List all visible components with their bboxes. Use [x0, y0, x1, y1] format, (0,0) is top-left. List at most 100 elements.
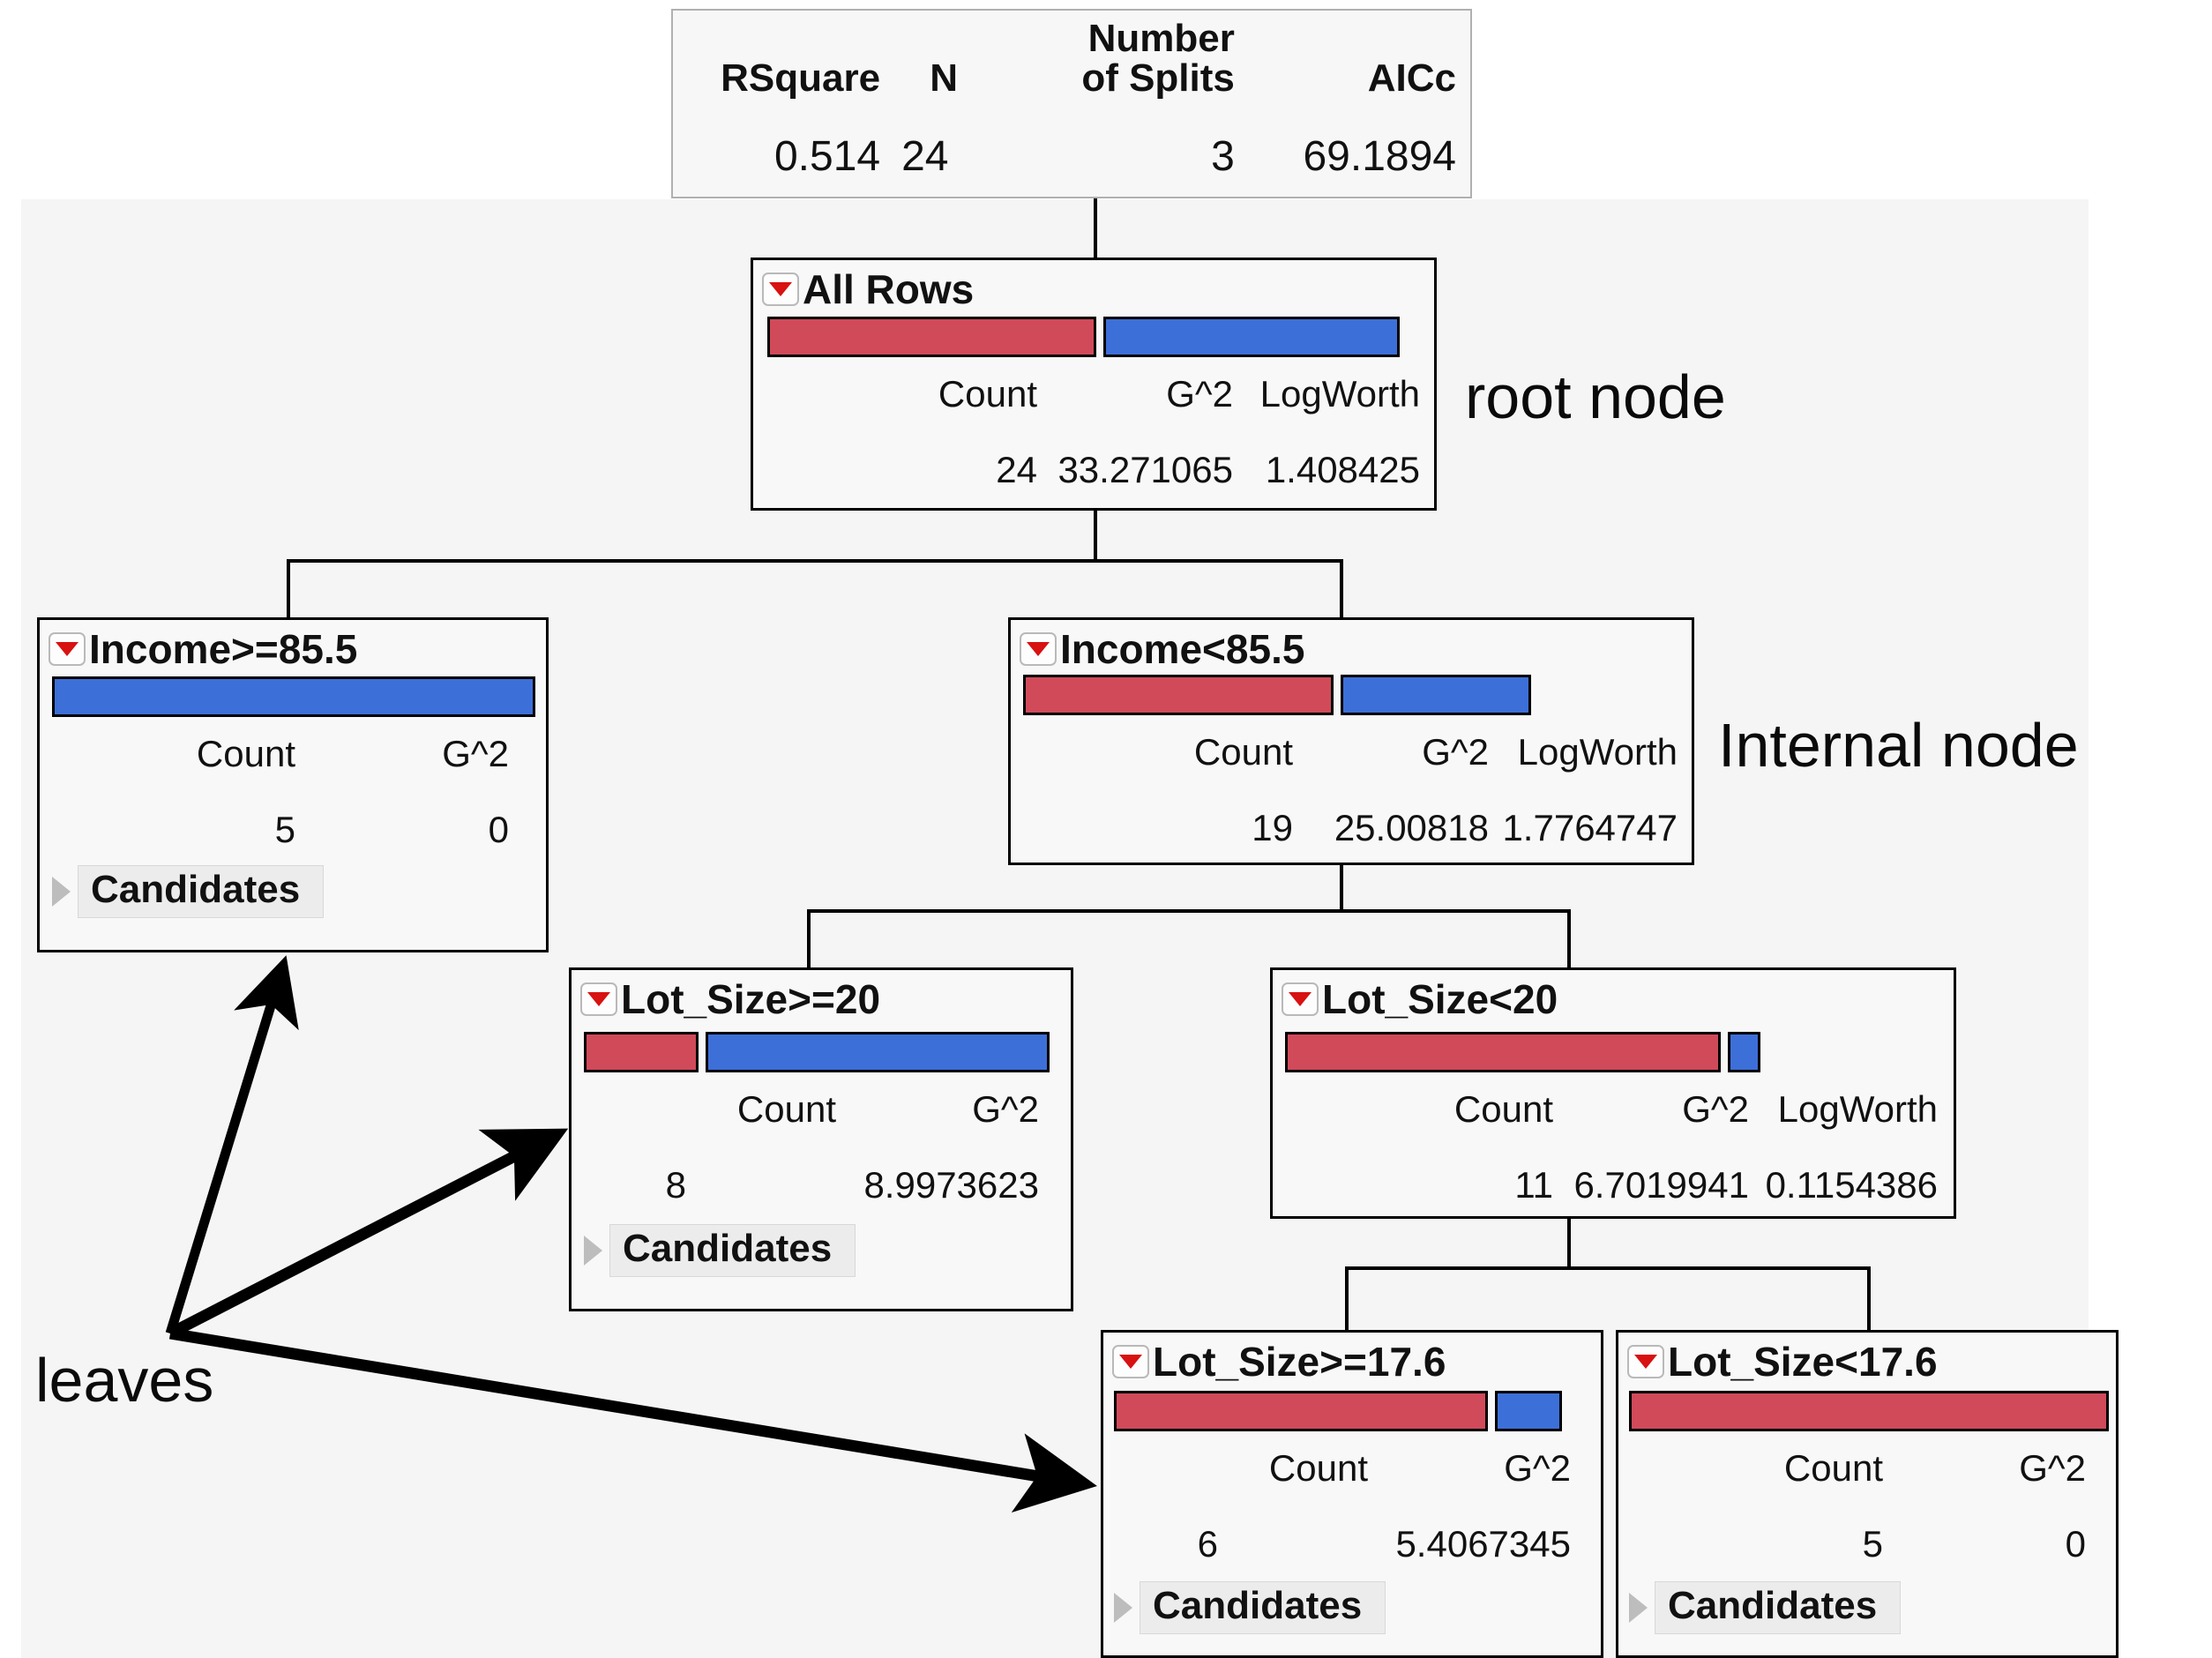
expand-triangle-icon[interactable]: [1629, 1593, 1648, 1624]
red-triangle-disclosure-icon[interactable]: [1112, 1345, 1149, 1378]
node-lot-size-ge-20-count: 8: [665, 1164, 686, 1206]
rate-bar-blue: [1340, 675, 1532, 715]
node-lot-size-ge-20[interactable]: Lot_Size>=20 Count G^2 8 8.9973623 Candi…: [569, 967, 1073, 1311]
node-income-ge-85-5-rate-bars: [52, 676, 535, 717]
candidates-label[interactable]: Candidates: [78, 865, 325, 919]
node-income-ge-85-5-count: 5: [274, 809, 295, 850]
node-lot-size-lt-20-logworth: 0.1154386: [1765, 1164, 1938, 1206]
rate-bar-red: [1023, 675, 1334, 715]
annotation-root-node: root node: [1465, 362, 1726, 431]
node-income-lt-85-5-header-count: Count: [1193, 731, 1293, 773]
red-triangle-disclosure-icon[interactable]: [762, 273, 799, 306]
node-lot-size-ge-20-header-g2: G^2: [972, 1088, 1039, 1130]
node-income-ge-85-5[interactable]: Income>=85.5 Count G^2 5 0 Candidates: [37, 617, 549, 952]
node-all-rows-rate-bars: [767, 317, 1425, 357]
rate-bar-red: [584, 1032, 699, 1072]
node-all-rows-header-count: Count: [938, 373, 1037, 414]
node-income-lt-85-5-header-logworth: LogWorth: [1517, 731, 1678, 773]
node-income-ge-85-5-header-count: Count: [196, 733, 295, 774]
node-lot-size-ge-17-6-count: 6: [1197, 1523, 1218, 1565]
rate-bar-blue: [1495, 1391, 1563, 1431]
node-income-ge-85-5-candidates[interactable]: Candidates: [52, 865, 325, 919]
node-lot-size-ge-17-6-candidates[interactable]: Candidates: [1114, 1581, 1386, 1635]
node-lot-size-lt-20-label: Lot_Size<20: [1322, 976, 1558, 1022]
connector-income-lt-to-lot-ge-20: [807, 909, 811, 967]
node-lot-size-ge-17-6-rate-bars: [1114, 1391, 1594, 1431]
node-lot-size-lt-20-stats: Count G^2 LogWorth 11 6.7019941 0.115438…: [1273, 1088, 1954, 1206]
node-all-rows-count: 24: [996, 449, 1037, 490]
node-lot-size-ge-17-6-stats: Count G^2 6 5.4067345: [1103, 1447, 1601, 1565]
node-lot-size-ge-20-candidates[interactable]: Candidates: [584, 1224, 856, 1278]
connector-root-horizontal: [287, 559, 1343, 563]
node-all-rows[interactable]: All Rows Count G^2 LogWorth 24 33.271065…: [751, 258, 1437, 511]
connector-income-lt-to-lot-lt-20: [1567, 909, 1571, 967]
rate-bar-red: [1285, 1032, 1721, 1072]
connector-lot-lt-20-horizontal: [1345, 1266, 1871, 1270]
node-income-lt-85-5-rate-bars: [1023, 675, 1683, 715]
node-income-ge-85-5-title-row: Income>=85.5: [49, 625, 357, 673]
connector-root-to-income-ge: [287, 559, 290, 617]
red-triangle-disclosure-icon[interactable]: [1627, 1345, 1664, 1378]
candidates-label[interactable]: Candidates: [1655, 1581, 1902, 1635]
expand-triangle-icon[interactable]: [52, 877, 71, 907]
connector-summary-to-root: [1094, 198, 1097, 258]
node-lot-size-lt-20-header-logworth: LogWorth: [1777, 1088, 1938, 1130]
node-all-rows-label: All Rows: [803, 266, 975, 312]
node-lot-size-lt-20-rate-bars: [1285, 1032, 1945, 1072]
red-triangle-disclosure-icon[interactable]: [580, 982, 617, 1016]
node-lot-size-lt-17-6[interactable]: Lot_Size<17.6 Count G^2 5 0 Candidates: [1616, 1330, 2119, 1658]
node-lot-size-lt-17-6-header-g2: G^2: [2019, 1447, 2086, 1489]
summary-value-aicc: 69.1894: [1303, 133, 1456, 180]
node-lot-size-lt-17-6-rate-bars: [1629, 1391, 2109, 1431]
node-lot-size-lt-20-count: 11: [1514, 1164, 1553, 1206]
node-income-lt-85-5-header-g2: G^2: [1422, 731, 1489, 773]
node-lot-size-ge-20-title-row: Lot_Size>=20: [580, 975, 880, 1023]
node-lot-size-ge-20-label: Lot_Size>=20: [621, 976, 881, 1022]
connector-root-to-income-lt: [1340, 559, 1343, 617]
node-lot-size-lt-20-header-count: Count: [1453, 1088, 1553, 1130]
node-all-rows-logworth: 1.408425: [1265, 449, 1420, 490]
summary-value-rsquare: 0.514: [773, 133, 881, 180]
annotation-leaves: leaves: [35, 1346, 214, 1415]
node-lot-size-ge-20-header-count: Count: [736, 1088, 836, 1130]
node-all-rows-header-g2: G^2: [1166, 373, 1233, 414]
node-income-lt-85-5-count: 19: [1252, 807, 1293, 848]
node-lot-size-lt-20[interactable]: Lot_Size<20 Count G^2 LogWorth 11 6.7019…: [1270, 967, 1956, 1219]
connector-lot-lt-20-to-lot-lt-176: [1867, 1266, 1871, 1330]
node-all-rows-header-logworth: LogWorth: [1259, 373, 1420, 414]
node-lot-size-ge-17-6[interactable]: Lot_Size>=17.6 Count G^2 6 5.4067345 Can…: [1101, 1330, 1603, 1658]
node-lot-size-lt-17-6-candidates[interactable]: Candidates: [1629, 1581, 1902, 1635]
expand-triangle-icon[interactable]: [1114, 1593, 1132, 1624]
node-lot-size-ge-17-6-g2: 5.4067345: [1395, 1523, 1571, 1565]
node-income-ge-85-5-header-g2: G^2: [442, 733, 509, 774]
expand-triangle-icon[interactable]: [584, 1236, 602, 1266]
red-triangle-disclosure-icon[interactable]: [1282, 982, 1319, 1016]
red-triangle-disclosure-icon[interactable]: [1020, 632, 1057, 666]
connector-lot-lt-20-stem: [1567, 1219, 1571, 1270]
node-income-lt-85-5[interactable]: Income<85.5 Count G^2 LogWorth 19 25.008…: [1008, 617, 1694, 865]
rate-bar-blue: [1103, 317, 1400, 357]
rate-bar-red: [1114, 1391, 1489, 1431]
connector-root-stem: [1094, 510, 1097, 561]
node-all-rows-g2: 33.271065: [1057, 449, 1233, 490]
node-lot-size-lt-17-6-header-count: Count: [1783, 1447, 1883, 1489]
node-income-lt-85-5-label: Income<85.5: [1060, 626, 1305, 672]
candidates-label[interactable]: Candidates: [609, 1224, 856, 1278]
candidates-label[interactable]: Candidates: [1140, 1581, 1386, 1635]
node-income-lt-85-5-g2: 25.00818: [1334, 807, 1489, 848]
summary-header-rsquare: RSquare: [721, 56, 881, 100]
summary-header-n: N: [930, 56, 959, 100]
rate-bar-red: [1629, 1391, 2109, 1431]
node-lot-size-ge-17-6-header-g2: G^2: [1504, 1447, 1571, 1489]
red-triangle-disclosure-icon[interactable]: [49, 632, 86, 666]
node-lot-size-lt-17-6-stats: Count G^2 5 0: [1618, 1447, 2116, 1565]
summary-header-number-of-splits: Number of Splits: [1081, 16, 1235, 100]
node-lot-size-ge-17-6-label: Lot_Size>=17.6: [1153, 1339, 1446, 1385]
node-lot-size-ge-17-6-header-count: Count: [1268, 1447, 1368, 1489]
connector-income-lt-horizontal: [807, 909, 1571, 913]
node-lot-size-ge-20-rate-bars: [584, 1032, 1062, 1072]
rate-bar-blue: [706, 1032, 1050, 1072]
rate-bar-red: [767, 317, 1096, 357]
node-lot-size-lt-20-title-row: Lot_Size<20: [1282, 975, 1558, 1023]
